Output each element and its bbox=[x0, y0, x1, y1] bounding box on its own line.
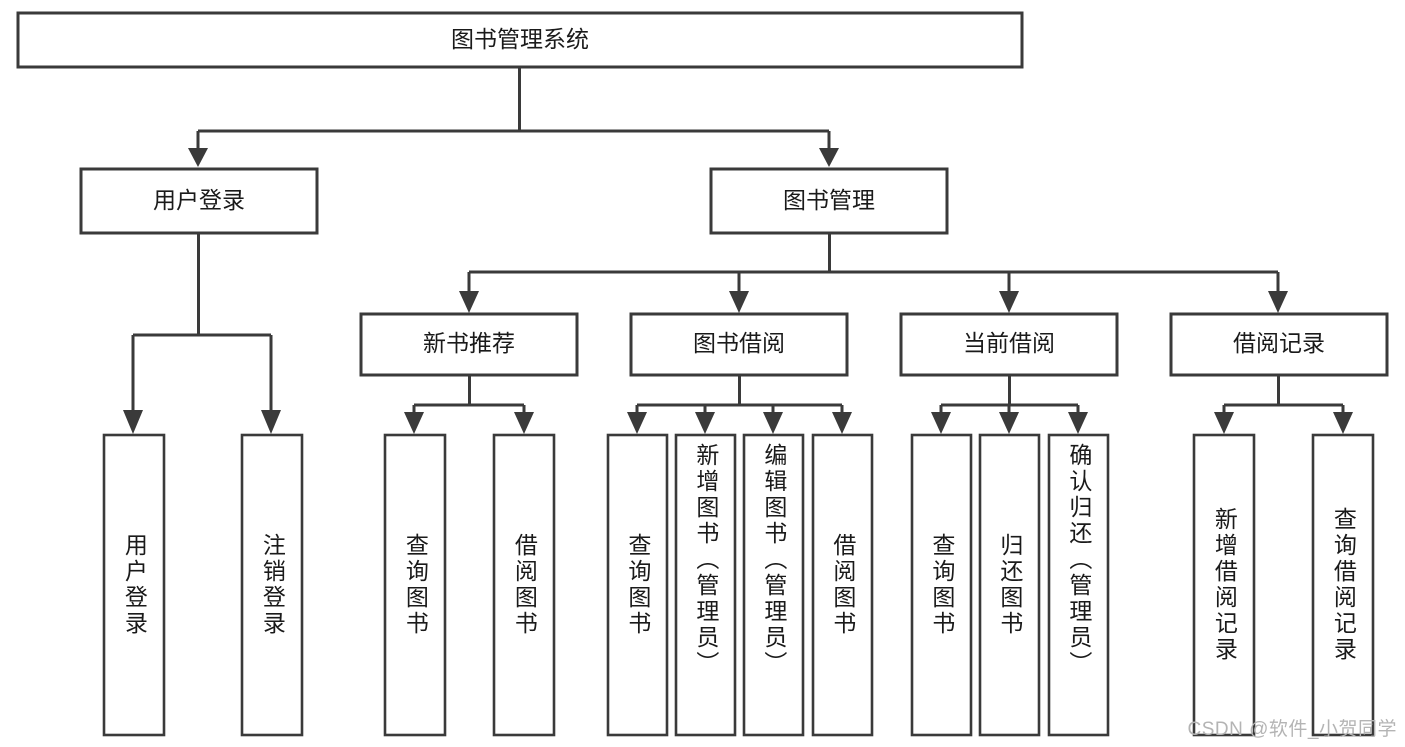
connector-layer bbox=[123, 67, 1353, 434]
arrowhead-currentborrow-l1 bbox=[931, 412, 951, 434]
arrowhead-currentborrow bbox=[999, 291, 1019, 313]
arrowhead-userlogin-leaf1 bbox=[123, 410, 143, 434]
node-book-borrow-label: 图书借阅 bbox=[693, 330, 785, 356]
node-borrow-record-label: 借阅记录 bbox=[1233, 330, 1325, 356]
leaf-box-user-login-1[interactable] bbox=[102, 433, 166, 737]
node-book-management-box[interactable] bbox=[709, 167, 949, 235]
node-current-borrow-box[interactable] bbox=[899, 312, 1119, 377]
leaf-box-new-book-2[interactable] bbox=[492, 433, 556, 737]
arrowhead-borrowrecord-l2 bbox=[1333, 412, 1353, 434]
node-book-borrow-box[interactable] bbox=[629, 312, 849, 377]
watermark-text: CSDN @软件_小贺同学 bbox=[1187, 719, 1397, 740]
arrowhead-bookborrow-l4 bbox=[832, 412, 852, 434]
node-new-book-recommend-box[interactable] bbox=[359, 312, 579, 377]
leaf-box-book-borrow-3[interactable] bbox=[742, 433, 805, 737]
arrowhead-bookmgmt bbox=[819, 148, 839, 167]
arrowhead-borrowrecord-l1 bbox=[1214, 412, 1234, 434]
node-new-book-recommend-label: 新书推荐 bbox=[423, 330, 515, 356]
arrowhead-bookborrow-l1 bbox=[627, 412, 647, 434]
node-user-login-label: 用户登录 bbox=[153, 187, 245, 213]
node-root-box[interactable] bbox=[16, 11, 1024, 69]
arrowhead-currentborrow-l2 bbox=[999, 412, 1019, 434]
leaf-box-book-borrow-4[interactable] bbox=[811, 433, 874, 737]
arrowhead-currentborrow-l3 bbox=[1068, 412, 1088, 434]
arrowhead-newbook-l1 bbox=[404, 412, 424, 434]
arrowhead-newbook-l2 bbox=[514, 412, 534, 434]
node-borrow-record-box[interactable] bbox=[1169, 312, 1389, 377]
leaf-box-user-login-2[interactable] bbox=[240, 433, 304, 737]
leaf-box-book-borrow-2[interactable] bbox=[674, 433, 737, 737]
node-root-label: 图书管理系统 bbox=[451, 26, 589, 52]
arrowhead-borrowrecord bbox=[1268, 291, 1288, 313]
arrowhead-userlogin-leaf2 bbox=[261, 410, 281, 434]
arrowhead-bookborrow-l2 bbox=[695, 412, 715, 434]
leaf-box-borrow-record-1[interactable] bbox=[1192, 433, 1256, 737]
leaf-box-new-book-1[interactable] bbox=[383, 433, 447, 737]
leaf-box-current-borrow-1[interactable] bbox=[910, 433, 973, 737]
arrowhead-bookborrow bbox=[729, 291, 749, 313]
arrowhead-newbook bbox=[459, 291, 479, 313]
node-layer: 图书管理系统 用户登录 图书管理 新书推荐 图书借阅 当前借阅 借阅记录 bbox=[16, 11, 1389, 737]
node-user-login-box[interactable] bbox=[79, 167, 319, 235]
arrowhead-userlogin bbox=[188, 148, 208, 167]
leaf-box-borrow-record-2[interactable] bbox=[1311, 433, 1375, 737]
leaf-box-current-borrow-2[interactable] bbox=[978, 433, 1041, 737]
node-book-management-label: 图书管理 bbox=[783, 187, 875, 213]
leaf-box-current-borrow-3[interactable] bbox=[1047, 433, 1110, 737]
leaf-box-book-borrow-1[interactable] bbox=[606, 433, 669, 737]
arrowhead-bookborrow-l3 bbox=[763, 412, 783, 434]
node-current-borrow-label: 当前借阅 bbox=[963, 330, 1055, 356]
